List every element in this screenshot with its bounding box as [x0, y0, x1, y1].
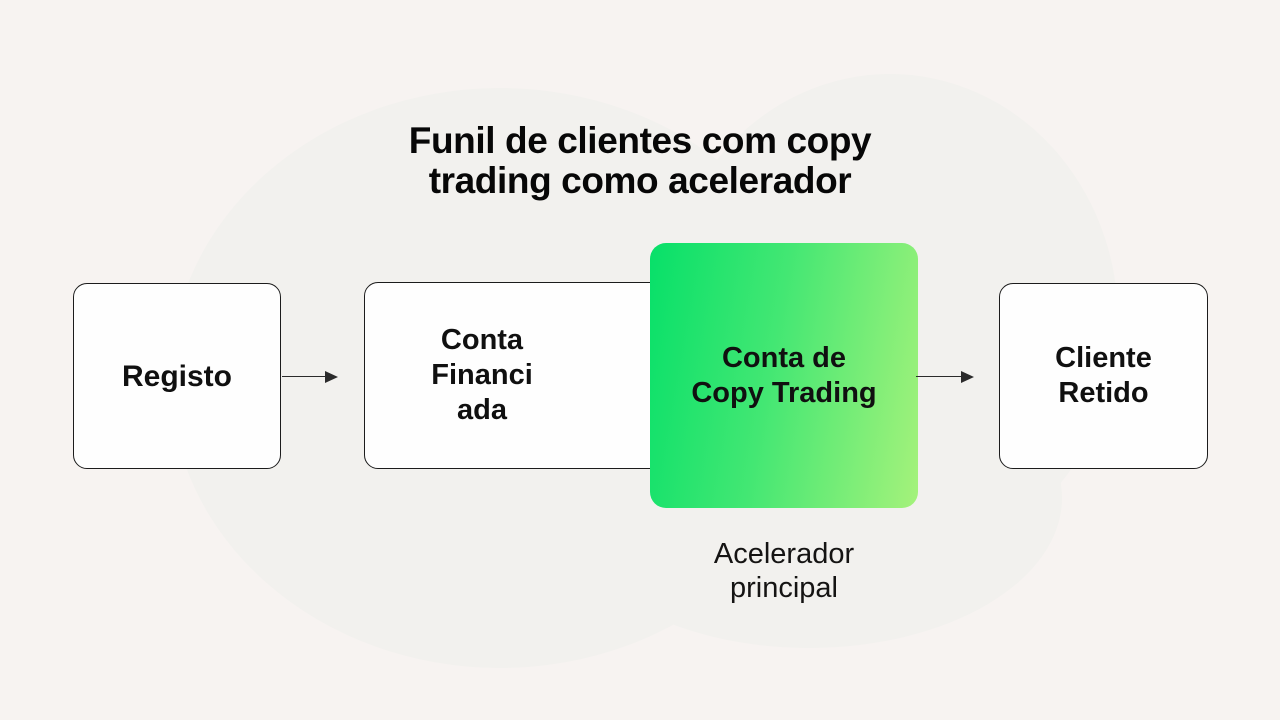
- step-label-line: Registo: [121, 359, 232, 393]
- step-label: Registo: [122, 359, 232, 394]
- step-label: Conta Financi ada: [365, 323, 599, 428]
- step-label-line: Retido: [1058, 377, 1149, 409]
- arrow-line: [916, 375, 963, 378]
- caption-line: Acelerador: [713, 538, 855, 570]
- step-label-line: Financi: [431, 359, 533, 391]
- step-label-line: Conta: [440, 324, 524, 356]
- arrow-head: [325, 370, 338, 383]
- step-label-line: Copy Trading: [691, 376, 877, 409]
- step-label: Cliente Retido: [1055, 341, 1152, 411]
- arrow-right-icon: [916, 370, 974, 383]
- funnel-step-cliente-retido: Cliente Retido: [999, 283, 1208, 469]
- step-label-line: Conta de: [721, 341, 847, 374]
- funnel-step-registo: Registo: [73, 283, 281, 469]
- page-title: Funil de clientes com copy trading como …: [0, 119, 1280, 201]
- funnel-step-conta-financiada: Conta Financi ada: [364, 282, 680, 469]
- step-label-line: Cliente: [1055, 342, 1152, 374]
- page-title-line2: trading como acelerador: [428, 159, 852, 201]
- page-title-line1: Funil de clientes com copy: [408, 119, 872, 161]
- caption-line: principal: [730, 572, 838, 604]
- arrow-head: [961, 370, 974, 383]
- arrow-line: [282, 375, 327, 378]
- step-label-line: ada: [457, 394, 507, 426]
- arrow-right-icon: [282, 370, 338, 383]
- step-label: Conta de Copy Trading: [691, 341, 876, 411]
- funnel-step-copy-trading-accent: Conta de Copy Trading: [650, 243, 918, 508]
- accelerator-caption: Acelerador principal: [650, 537, 918, 605]
